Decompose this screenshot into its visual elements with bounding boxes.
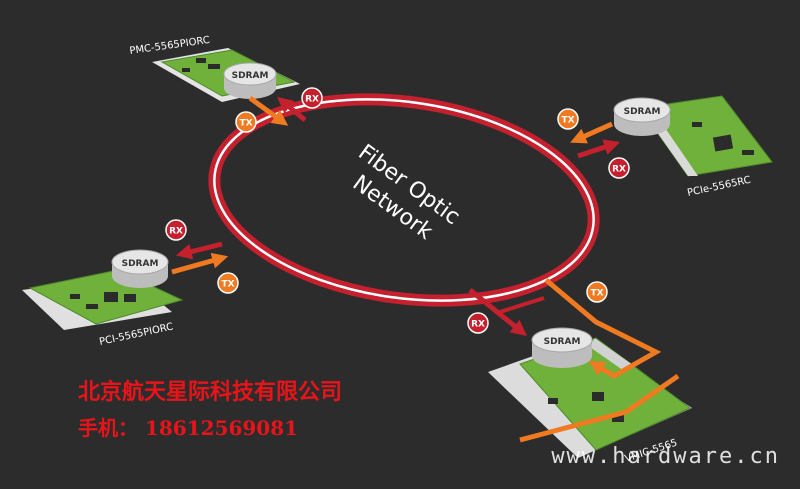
phone-number: 手机： 18612569081 xyxy=(78,416,299,440)
card-label-pcie: PCIe-5565RC xyxy=(686,175,751,199)
vmic-tx-cable xyxy=(519,373,680,443)
tx-label-vmic: TX xyxy=(590,289,603,299)
tx-label-pci: TX xyxy=(221,280,234,290)
fiber-ring xyxy=(208,93,600,307)
rx-arrow-pmc xyxy=(277,96,307,122)
rx-badge-pmc: RX xyxy=(301,87,323,109)
memory-label-pcie: SDRAM xyxy=(624,107,661,117)
tx-arrow-vmic xyxy=(544,278,662,379)
rx-label-vmic: RX xyxy=(471,320,485,330)
rx-badge-pci: RX xyxy=(165,219,187,241)
company-name: 北京航天星际科技有限公司 xyxy=(78,379,343,405)
tx-arrow-pcie xyxy=(570,121,614,144)
rx-label-pcie: RX xyxy=(612,165,626,175)
tx-arrow-pmc xyxy=(248,95,289,126)
memory-label-pci: SDRAM xyxy=(122,259,159,269)
site-watermark: www.hardware.cn xyxy=(551,444,780,469)
memory-label-vmic: SDRAM xyxy=(544,337,581,347)
rx-label-pmc: RX xyxy=(305,95,319,105)
rx-arrow-vmic xyxy=(468,288,527,337)
memory-label-pmc: SDRAM xyxy=(232,71,269,81)
tx-arrow-pci xyxy=(171,252,229,275)
rx-arrow-vmic-branch xyxy=(499,296,545,314)
tx-badge-pmc: TX xyxy=(235,111,257,133)
tx-badge-vmic: TX xyxy=(586,281,608,303)
tx-label-pcie: TX xyxy=(561,116,574,126)
rx-arrow-pci xyxy=(175,241,223,260)
memory-disk-pmc: SDRAM xyxy=(223,62,277,99)
memory-disk-vmic: SDRAM xyxy=(531,327,593,368)
tx-label-pmc: TX xyxy=(239,119,252,129)
rx-arrow-pcie xyxy=(577,139,621,159)
network-label: Fiber Optic Network xyxy=(348,140,464,245)
memory-disk-pcie: SDRAM xyxy=(613,97,671,136)
tx-badge-pci: TX xyxy=(217,272,239,294)
rx-badge-vmic: RX xyxy=(467,312,489,334)
rx-label-pci: RX xyxy=(169,227,183,237)
rx-badge-pcie: RX xyxy=(608,157,630,179)
tx-badge-pcie: TX xyxy=(557,108,579,130)
memory-disk-pci: SDRAM xyxy=(111,249,169,288)
card-label-pci: PCI-5565PIORC xyxy=(98,322,174,348)
